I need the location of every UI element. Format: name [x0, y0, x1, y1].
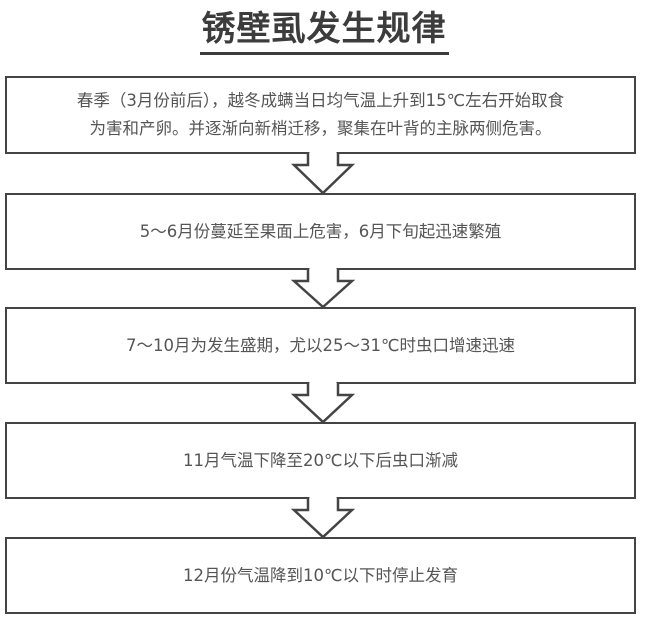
title-text: 锈壁虱发生规律	[199, 6, 449, 55]
step-text-4: 11月气温下降至20℃以下后虫口渐减	[182, 450, 459, 470]
step-text-1-line-1: 春季（3月份前后），越冬成螨当日均气温上升到15℃左右开始取食	[76, 91, 565, 110]
step-text-3: 7～10月为发生盛期，尤以25～31℃时虫口增速迅速	[125, 335, 515, 355]
step-box-2: 5～6月份蔓延至果面上危害，6月下旬起迅速繁殖	[5, 193, 636, 270]
step-box-5: 12月份气温降到10℃以下时停止发育	[5, 537, 636, 614]
down-arrow-icon	[290, 269, 356, 309]
page-title: 锈壁虱发生规律	[0, 6, 648, 55]
step-box-1: 春季（3月份前后），越冬成螨当日均气温上升到15℃左右开始取食 为害和产卵。并逐…	[5, 76, 636, 154]
step-text-1: 春季（3月份前后），越冬成螨当日均气温上升到15℃左右开始取食 为害和产卵。并逐…	[77, 87, 564, 143]
step-box-4: 11月气温下降至20℃以下后虫口渐减	[5, 422, 636, 499]
down-arrow-icon	[290, 498, 356, 539]
step-text-5: 12月份气温降到10℃以下时停止发育	[182, 565, 459, 585]
down-arrow-icon	[290, 383, 356, 424]
step-text-2: 5～6月份蔓延至果面上危害，6月下旬起迅速繁殖	[139, 221, 502, 241]
step-text-1-line-2: 为害和产卵。并逐渐向新梢迁移，聚集在叶背的主脉两侧危害。	[89, 119, 552, 138]
step-box-3: 7～10月为发生盛期，尤以25～31℃时虫口增速迅速	[5, 307, 636, 384]
down-arrow-icon	[290, 153, 356, 195]
